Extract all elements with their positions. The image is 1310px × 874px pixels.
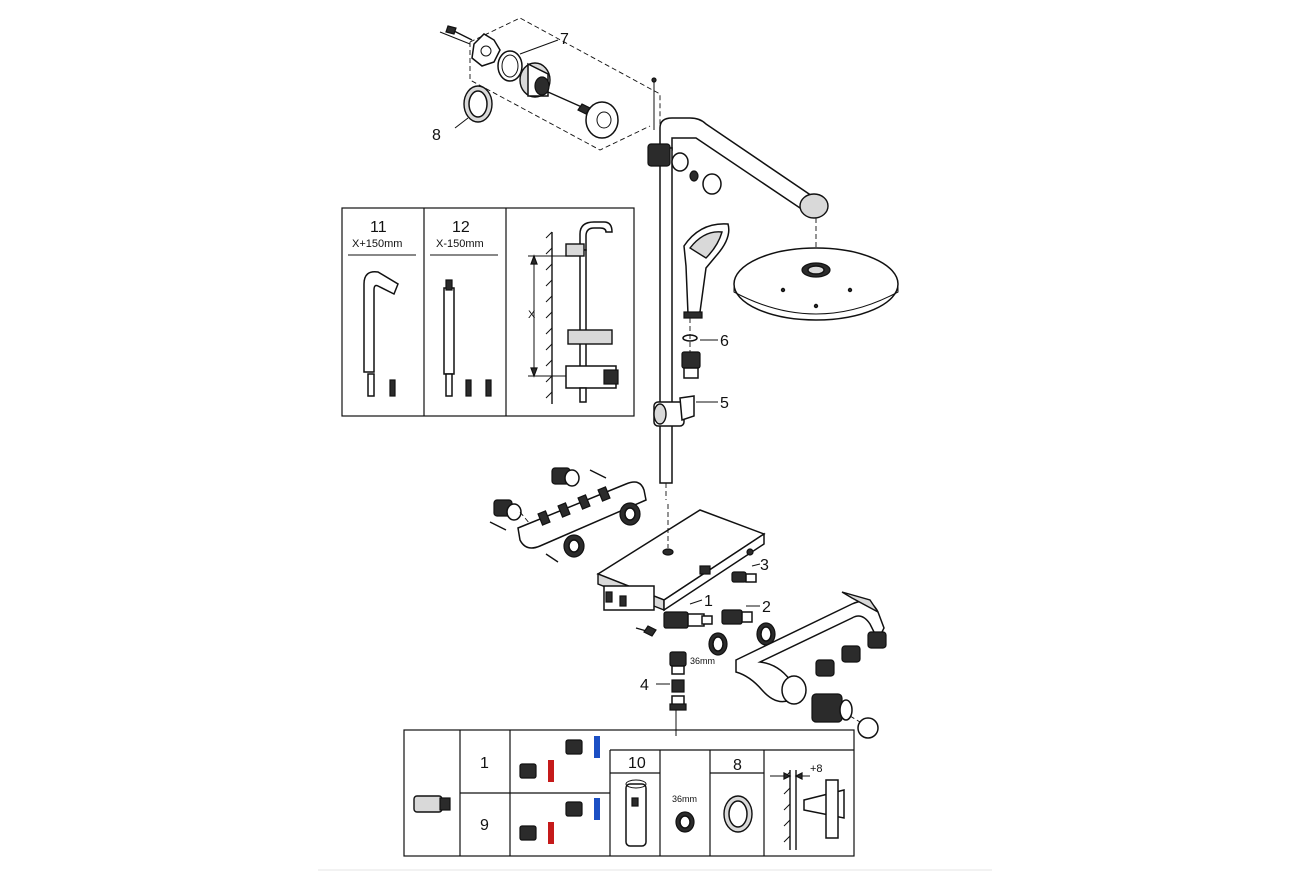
callout-3: 3 (760, 557, 769, 574)
extension-sleeve-icon (625, 779, 647, 847)
shower-riser (647, 117, 829, 500)
thermostat-set-row9 (519, 798, 600, 844)
callout-8: 8 (432, 127, 441, 144)
thermostat-shelf (596, 504, 766, 612)
table-offset-label: +8 (810, 763, 823, 775)
callout-2: 2 (762, 599, 771, 616)
eccentric-connector-right (551, 467, 580, 487)
bath-spout (735, 591, 887, 739)
inset-col12-number: 12 (452, 219, 470, 236)
slider-holder-5: 5 (653, 395, 729, 427)
table-row-9: 9 (480, 817, 489, 834)
cartridge-2: 2 (721, 599, 771, 625)
wall-hatching (545, 231, 553, 399)
inset-col12-text: X-150mm (436, 238, 484, 250)
inset-col11-number: 11 (370, 219, 387, 236)
table-row-1: 1 (480, 755, 489, 772)
eccentric-connector-left (493, 499, 522, 521)
spout-connector-3 (867, 631, 887, 649)
spout-connector-2 (841, 645, 861, 663)
long-screw-icon (547, 91, 591, 115)
hose-connector-4: 4 (640, 651, 687, 736)
table-wrench-size: 36mm (672, 794, 697, 804)
screw-icon (445, 25, 473, 41)
wall-bracket-assembly: 7 8 (432, 17, 661, 151)
nut-ring-icon (675, 811, 695, 833)
callout-4: 4 (640, 677, 649, 694)
spout-connector-1 (815, 659, 835, 677)
callout-7: 7 (560, 31, 569, 48)
o-ring (497, 50, 523, 82)
rings-and-nuts: 36mm (635, 622, 776, 666)
thermostat-cartridge-1: 1 (663, 593, 713, 629)
mounting-plate (471, 33, 501, 67)
hand-shower: 6 (681, 223, 730, 379)
cover-ring-8 (463, 85, 493, 123)
callout-5: 5 (720, 395, 729, 412)
wall-holder (519, 62, 551, 98)
rosette-ring-right (619, 502, 641, 526)
inset-col11-text: X+150mm (352, 238, 402, 250)
callout-6: 6 (720, 333, 729, 350)
rosette-ring-left (563, 534, 585, 558)
callout-1: 1 (704, 593, 713, 610)
table-col-10: 10 (628, 755, 646, 772)
inset-dimension-x: X (528, 309, 536, 321)
rain-shower-head (733, 218, 899, 321)
wall-mounting-rail (489, 467, 647, 563)
diverter-knob (811, 693, 853, 723)
extension-inset: 11 X+150mm 12 X-150mm (341, 207, 635, 417)
cover-ring-icon (723, 795, 753, 833)
adapter-icon (413, 795, 451, 813)
wrench-size-label: 36mm (690, 656, 715, 666)
thermostat-set-row1 (519, 736, 600, 782)
valve-3: 3 (731, 548, 769, 583)
offset-detail (770, 770, 845, 850)
table-col-8: 8 (733, 757, 742, 774)
rosette (585, 101, 619, 139)
spare-parts-table: 1 9 10 36mm 8 (403, 729, 855, 857)
